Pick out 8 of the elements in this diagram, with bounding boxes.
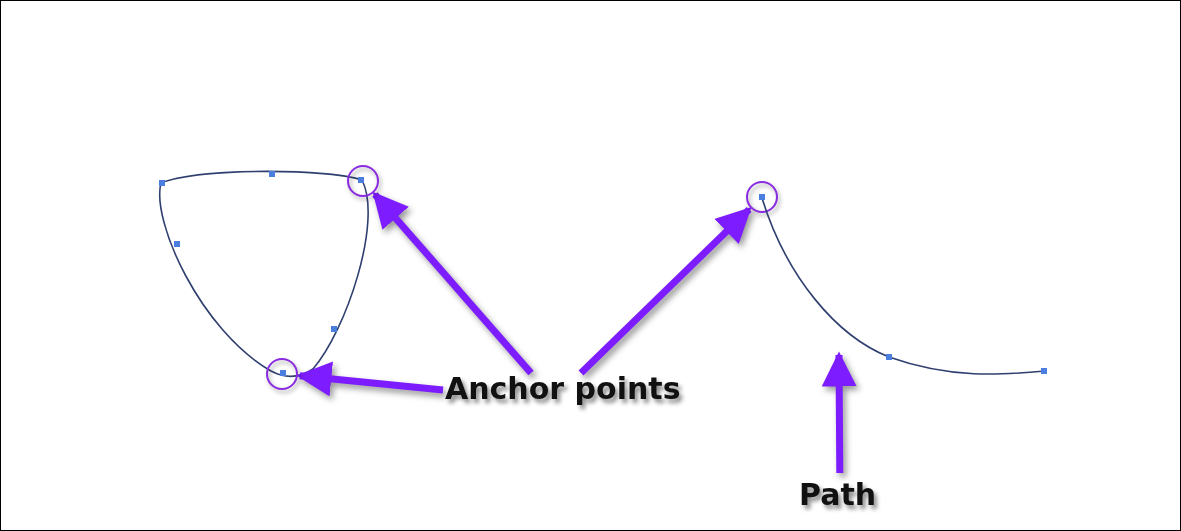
- anchor-point-marker: [266, 358, 298, 390]
- anchor-point-marker: [347, 165, 379, 197]
- arrow: [578, 207, 752, 376]
- arrow: [372, 191, 534, 376]
- callout-label: Anchor points: [445, 371, 710, 409]
- arrow: [821, 351, 857, 474]
- callout-label: Path: [799, 477, 881, 515]
- arrow: [296, 361, 444, 397]
